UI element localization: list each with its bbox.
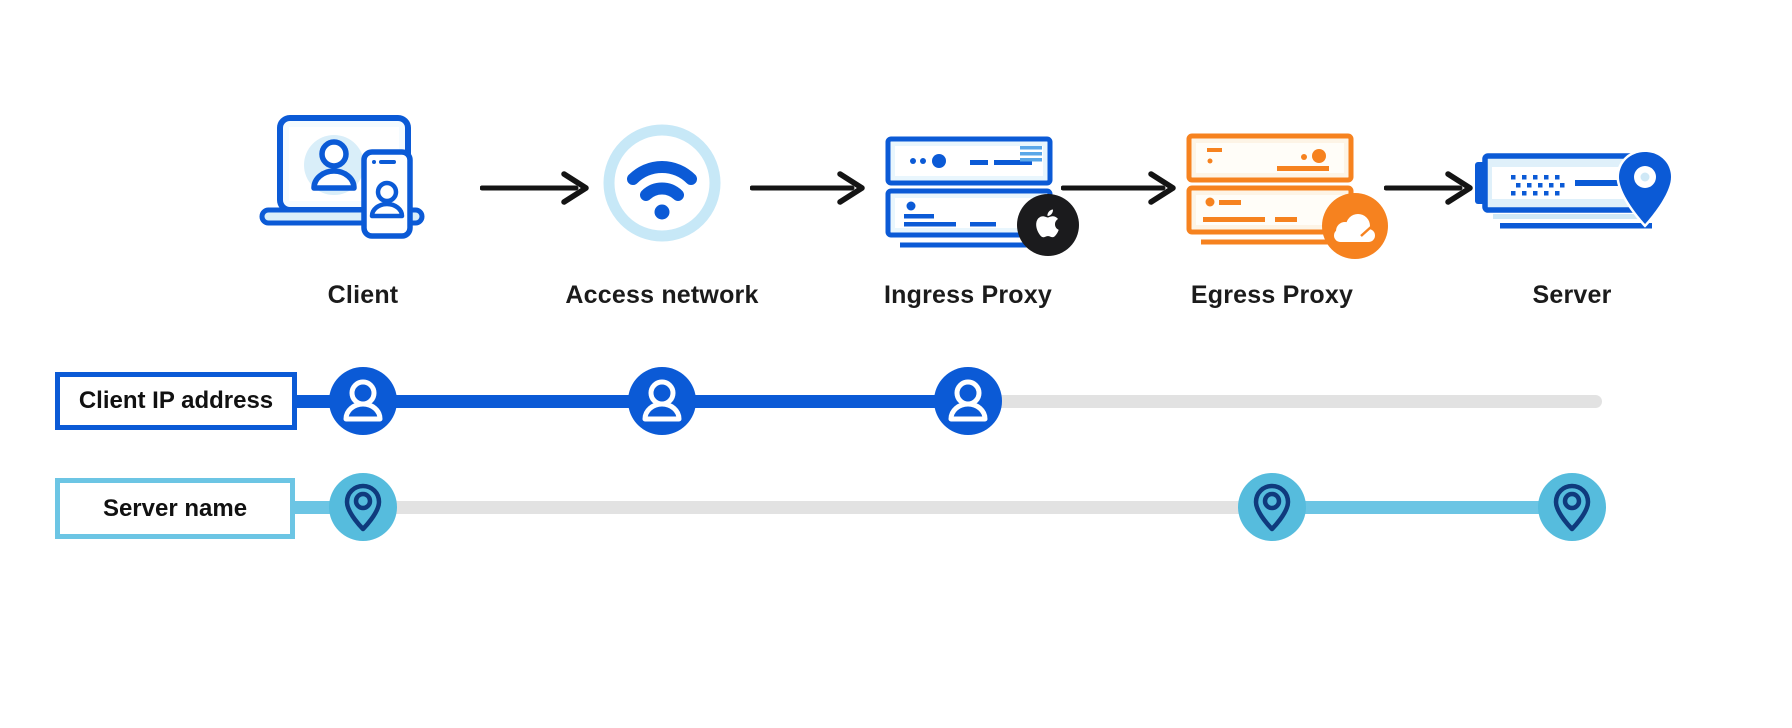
server-stack-blue-icon bbox=[885, 136, 1079, 256]
node-label-client: Client bbox=[327, 281, 399, 309]
apple-logo-badge bbox=[1017, 194, 1079, 256]
cloudflare-logo-badge bbox=[1322, 193, 1388, 259]
client-ip-track-unknown-segment bbox=[960, 395, 1602, 408]
server-name-track-unknown-segment bbox=[363, 501, 1272, 514]
location-pin-icon bbox=[1238, 473, 1306, 541]
arrow-right-icon bbox=[480, 171, 589, 205]
server-stack-orange-icon bbox=[1186, 133, 1388, 259]
arrow-right-icon bbox=[750, 171, 865, 205]
node-label-server: Server bbox=[1532, 281, 1612, 309]
client-ip-label: Client IP address bbox=[78, 387, 274, 414]
laptop-user-icon bbox=[259, 115, 425, 239]
location-pin-icon bbox=[1538, 473, 1606, 541]
node-label-egress-proxy: Egress Proxy bbox=[1190, 281, 1354, 309]
location-pin bbox=[1616, 150, 1674, 228]
person-icon bbox=[934, 367, 1002, 435]
server-name-label: Server name bbox=[102, 494, 248, 522]
person-icon bbox=[329, 367, 397, 435]
server-name-track-known-segment bbox=[1272, 501, 1572, 514]
arrow-right-icon bbox=[1384, 171, 1473, 205]
client-ip-label-box: Client IP address bbox=[55, 372, 297, 430]
arrow-right-icon bbox=[1061, 171, 1176, 205]
node-label-ingress-proxy: Ingress Proxy bbox=[884, 281, 1052, 309]
person-icon bbox=[628, 367, 696, 435]
location-pin-icon bbox=[329, 473, 397, 541]
server-location-icon bbox=[1475, 150, 1674, 229]
wifi-icon bbox=[603, 124, 721, 242]
node-label-access-network: Access network bbox=[565, 281, 759, 309]
server-name-label-box: Server name bbox=[55, 478, 295, 539]
